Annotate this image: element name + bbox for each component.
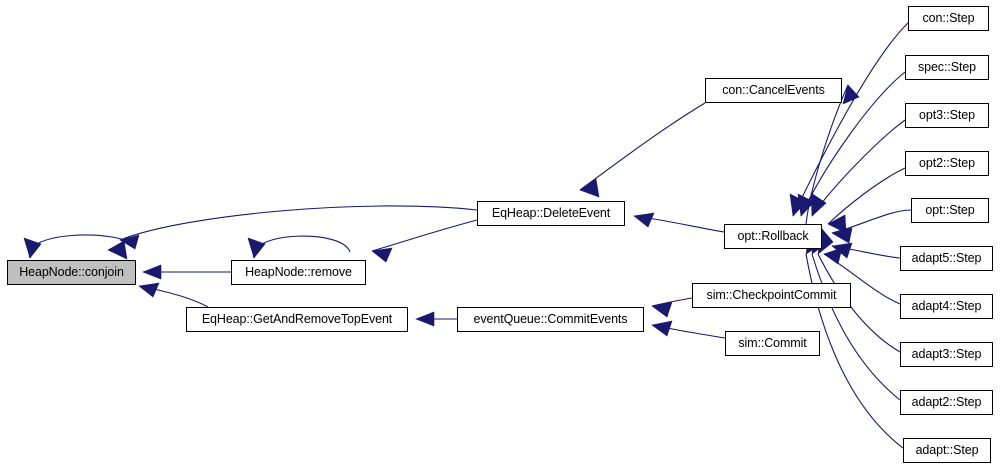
graph-node-label: eventQueue::CommitEvents	[473, 312, 628, 327]
graph-node-label: EqHeap::GetAndRemoveTopEvent	[201, 312, 393, 327]
graph-node-label: opt::Rollback	[737, 229, 809, 244]
graph-node-commitevents[interactable]: eventQueue::CommitEvents	[457, 307, 644, 332]
edge-specstep-to-rollback-arrowhead	[797, 193, 815, 217]
edge-commit-to-commitevents	[651, 324, 726, 339]
graph-node-label: spec::Step	[917, 60, 977, 75]
graph-node-adapt3step[interactable]: adapt3::Step	[900, 342, 993, 367]
edge-remove-self	[253, 235, 351, 259]
graph-node-getandremovetop[interactable]: EqHeap::GetAndRemoveTopEvent	[186, 307, 408, 332]
edge-rollback-to-deleteevent	[633, 215, 725, 233]
edge-deleteevent-to-remove	[371, 219, 478, 252]
graph-node-label: con::Step	[922, 11, 975, 26]
edge-opt2step-to-rollback	[827, 167, 906, 225]
graph-node-constep[interactable]: con::Step	[908, 6, 989, 31]
edge-opt3step-to-rollback	[811, 119, 906, 217]
edge-getandremovetop-to-conjoin	[138, 285, 209, 308]
edge-commitevents-to-getandremovetop-arrowhead	[415, 311, 435, 327]
edge-commit-to-commitevents-arrowhead	[651, 320, 673, 337]
edge-deleteevent-to-conjoin-arrowhead	[119, 234, 140, 250]
graph-node-commit[interactable]: sim::Commit	[725, 331, 820, 356]
edge-conjoin-self-arrowhead	[23, 237, 42, 259]
graph-node-label: con::CancelEvents	[722, 83, 825, 98]
graph-node-remove[interactable]: HeapNode::remove	[231, 260, 366, 285]
edge-remove-to-conjoin-arrowhead	[142, 264, 162, 280]
graph-node-adapt5step[interactable]: adapt5::Step	[900, 246, 993, 271]
graph-node-adapt4step[interactable]: adapt4::Step	[900, 294, 993, 319]
edge-adapt5step-to-rollback-arrowhead	[831, 242, 853, 259]
graph-node-optstep[interactable]: opt::Step	[911, 198, 989, 223]
graph-node-label: EqHeap::DeleteEvent	[491, 206, 611, 221]
graph-node-label: adapt2::Step	[911, 395, 982, 410]
edge-deleteevent-to-remove-arrowhead	[371, 247, 393, 263]
graph-node-conjoin[interactable]: HeapNode::conjoin	[7, 260, 136, 285]
edge-opt3step-to-rollback-arrowhead	[810, 192, 827, 217]
edge-optstep-to-rollback	[831, 209, 912, 234]
graph-node-label: HeapNode::remove	[245, 265, 352, 280]
edge-remove-self-arrowhead	[247, 237, 266, 259]
graph-node-rollback[interactable]: opt::Rollback	[724, 224, 822, 249]
edge-checkpointcommit-to-commitevents	[651, 297, 693, 307]
edge-cancelevents-to-deleteevent-arrowhead	[579, 178, 600, 198]
graph-node-label: adapt4::Step	[911, 299, 982, 314]
edge-getandremovetop-to-conjoin-arrowhead	[138, 282, 160, 298]
edge-adapt5step-to-rollback	[831, 245, 901, 259]
edge-constep-to-rollback-arrowhead	[789, 193, 807, 217]
graph-node-specstep[interactable]: spec::Step	[905, 55, 989, 80]
edge-opt2step-to-rollback-arrowhead	[827, 214, 847, 234]
graph-node-adapt2step[interactable]: adapt2::Step	[900, 390, 993, 415]
graph-node-label: adapt3::Step	[911, 347, 982, 362]
edge-adapt4step-to-rollback-arrowhead	[823, 247, 843, 265]
edge-deleteevent-to-conjoin	[119, 205, 478, 241]
edge-checkpointcommit-to-commitevents-arrowhead	[651, 301, 673, 318]
edge-rollback-to-deleteevent-arrowhead	[633, 212, 655, 228]
graph-node-label: adapt::Step	[915, 443, 979, 458]
edge-conjoin-self-arrowhead-2	[107, 240, 128, 260]
graph-node-checkpointcommit[interactable]: sim::CheckpointCommit	[692, 283, 851, 308]
graph-node-cancelevents[interactable]: con::CancelEvents	[705, 78, 842, 103]
graph-node-label: opt::Step	[925, 203, 975, 218]
edge-rollback-to-cancelevents	[805, 84, 849, 225]
graph-node-label: sim::CheckpointCommit	[706, 288, 837, 303]
graph-node-label: HeapNode::conjoin	[19, 265, 124, 280]
edge-constep-to-rollback	[792, 22, 909, 217]
graph-node-label: adapt5::Step	[911, 251, 982, 266]
graph-node-opt3step[interactable]: opt3::Step	[905, 103, 989, 128]
edge-rollback-to-cancelevents-arrowhead	[842, 84, 860, 105]
graph-node-label: opt2::Step	[919, 156, 975, 171]
graph-node-opt2step[interactable]: opt2::Step	[905, 151, 989, 176]
edge-optstep-to-rollback-arrowhead	[831, 227, 853, 244]
edge-cancelevents-to-deleteevent	[579, 102, 706, 191]
edge-conjoin-self	[28, 234, 137, 259]
graph-node-adaptstep[interactable]: adapt::Step	[903, 438, 991, 463]
graph-node-label: sim::Commit	[738, 336, 807, 351]
graph-node-deleteevent[interactable]: EqHeap::DeleteEvent	[477, 201, 625, 226]
graph-node-label: opt3::Step	[919, 108, 975, 123]
edge-adapt2step-to-rollback	[811, 253, 901, 401]
